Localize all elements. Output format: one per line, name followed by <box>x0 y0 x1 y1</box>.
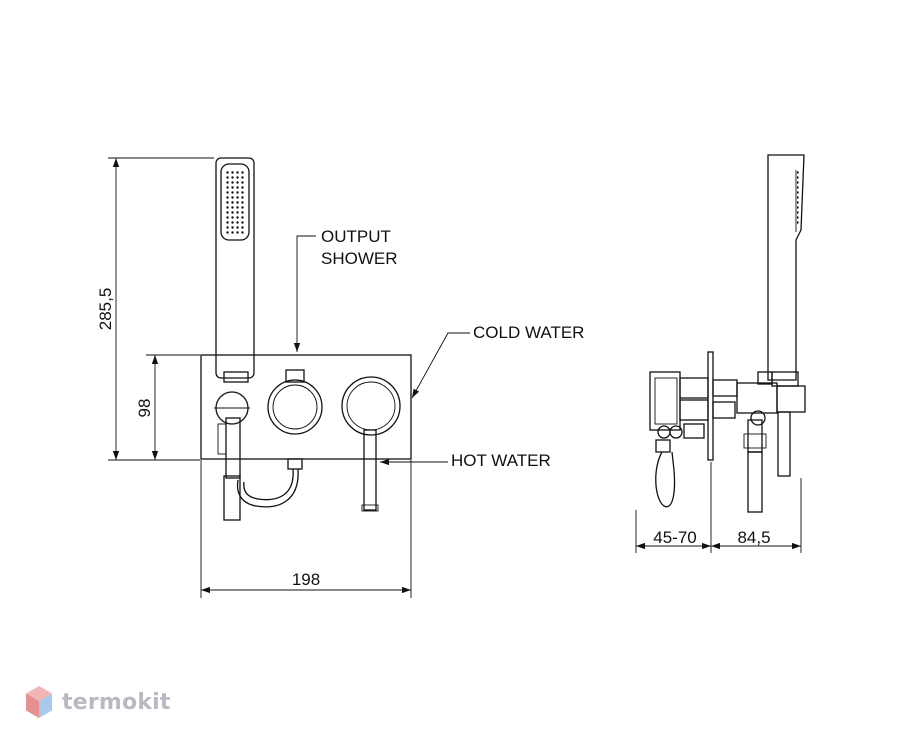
dim-depth-range-label: 45-70 <box>653 528 696 547</box>
dim-body-height <box>146 354 200 460</box>
dim-total-height-label: 285,5 <box>96 288 115 331</box>
dim-total-height <box>108 157 214 461</box>
dim-body-height-label: 98 <box>135 399 154 418</box>
cube-logo-icon <box>26 686 52 718</box>
dim-depth-front-label: 84,5 <box>737 528 770 547</box>
shower-hose <box>236 458 303 508</box>
label-cold-water: COLD WATER <box>473 323 584 342</box>
output-shower-leader <box>293 235 316 352</box>
label-shower: SHOWER <box>321 249 398 268</box>
cold-water-leader <box>411 332 470 399</box>
dim-body-width-label: 198 <box>292 570 320 589</box>
front-view <box>200 157 470 521</box>
mixer-handle <box>341 376 401 512</box>
dim-body-width <box>200 460 412 598</box>
side-rough-body <box>649 371 709 508</box>
side-wall-plate <box>707 351 714 461</box>
side-hand-shower <box>767 154 805 387</box>
output-shower-handle <box>267 369 323 435</box>
watermark: termokit <box>24 685 171 719</box>
label-hot-water: HOT WATER <box>451 451 551 470</box>
side-front-fittings <box>712 371 806 513</box>
hand-shower <box>215 157 255 383</box>
watermark-text: termokit <box>62 689 171 715</box>
label-output: OUTPUT <box>321 227 391 246</box>
shower-holder <box>214 391 250 521</box>
dim-side-depth <box>635 462 802 553</box>
front-body-plate <box>200 354 412 460</box>
side-view <box>649 154 806 513</box>
